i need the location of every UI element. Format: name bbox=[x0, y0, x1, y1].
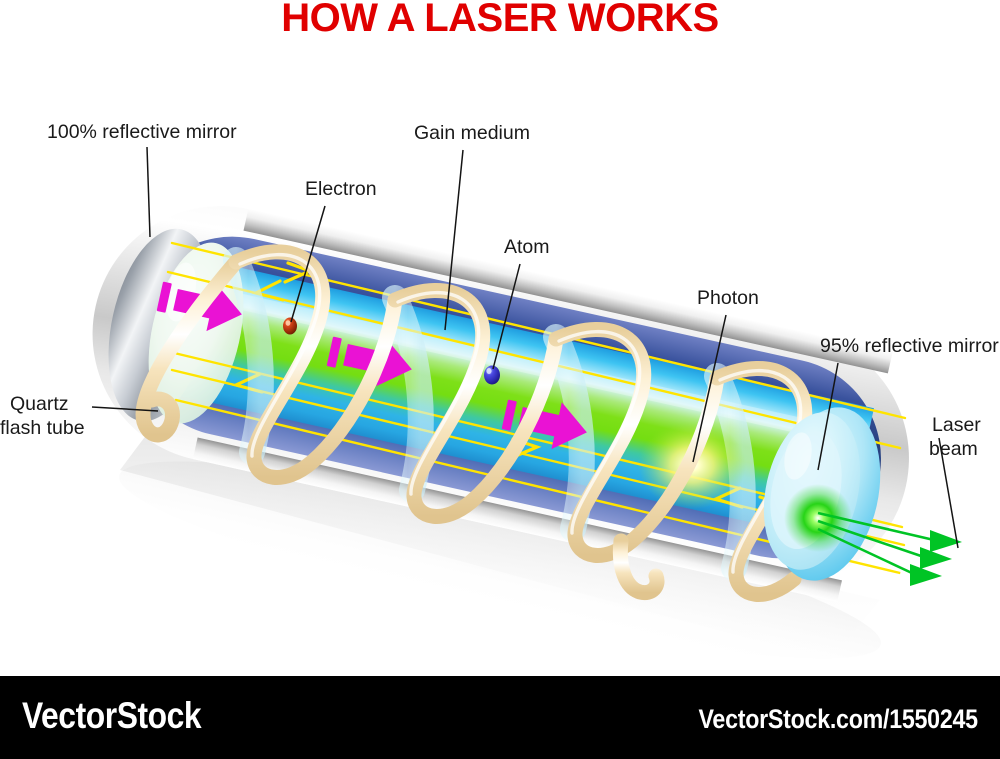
cylinder-shadow bbox=[119, 430, 881, 660]
label-laser-line2: beam bbox=[929, 438, 978, 460]
laser-beam-group bbox=[817, 511, 962, 586]
electron-particle bbox=[283, 317, 297, 335]
label-quartz-line1: Quartz bbox=[10, 393, 69, 415]
leader-line-gain bbox=[444, 149, 464, 331]
leader-line-photon bbox=[692, 314, 727, 463]
leader-line-laser-beam bbox=[938, 437, 959, 549]
leader-line-mirror-100 bbox=[146, 146, 151, 238]
atom-particle bbox=[484, 365, 500, 385]
label-mirror-100: 100% reflective mirror bbox=[47, 121, 237, 143]
label-atom: Atom bbox=[504, 236, 550, 258]
laser-beam-ray bbox=[817, 527, 942, 586]
leader-line-quartz bbox=[91, 406, 159, 412]
vectorstock-brand: VectorStock bbox=[22, 695, 202, 736]
laser-beam-ray bbox=[817, 519, 952, 569]
label-quartz-line2: flash tube bbox=[0, 417, 85, 439]
laser-beam-ray bbox=[817, 511, 962, 552]
mirror-95-percent bbox=[763, 407, 881, 581]
label-photon: Photon bbox=[697, 287, 759, 309]
page-title: HOW A LASER WORKS bbox=[281, 0, 719, 40]
vectorstock-url: VectorStock.com/1550245 bbox=[698, 704, 979, 734]
label-electron: Electron bbox=[305, 178, 377, 200]
label-laser-line1: Laser bbox=[932, 414, 981, 436]
leader-line-mirror-95 bbox=[817, 362, 839, 471]
leader-lines-group bbox=[91, 146, 959, 549]
label-gain-medium: Gain medium bbox=[414, 122, 530, 144]
label-mirror-95: 95% reflective mirror bbox=[820, 335, 999, 357]
leader-line-atom bbox=[492, 263, 521, 370]
watermark-bar: VectorStock VectorStock.com/1550245 bbox=[0, 676, 1000, 759]
leader-line-electron bbox=[290, 205, 326, 323]
